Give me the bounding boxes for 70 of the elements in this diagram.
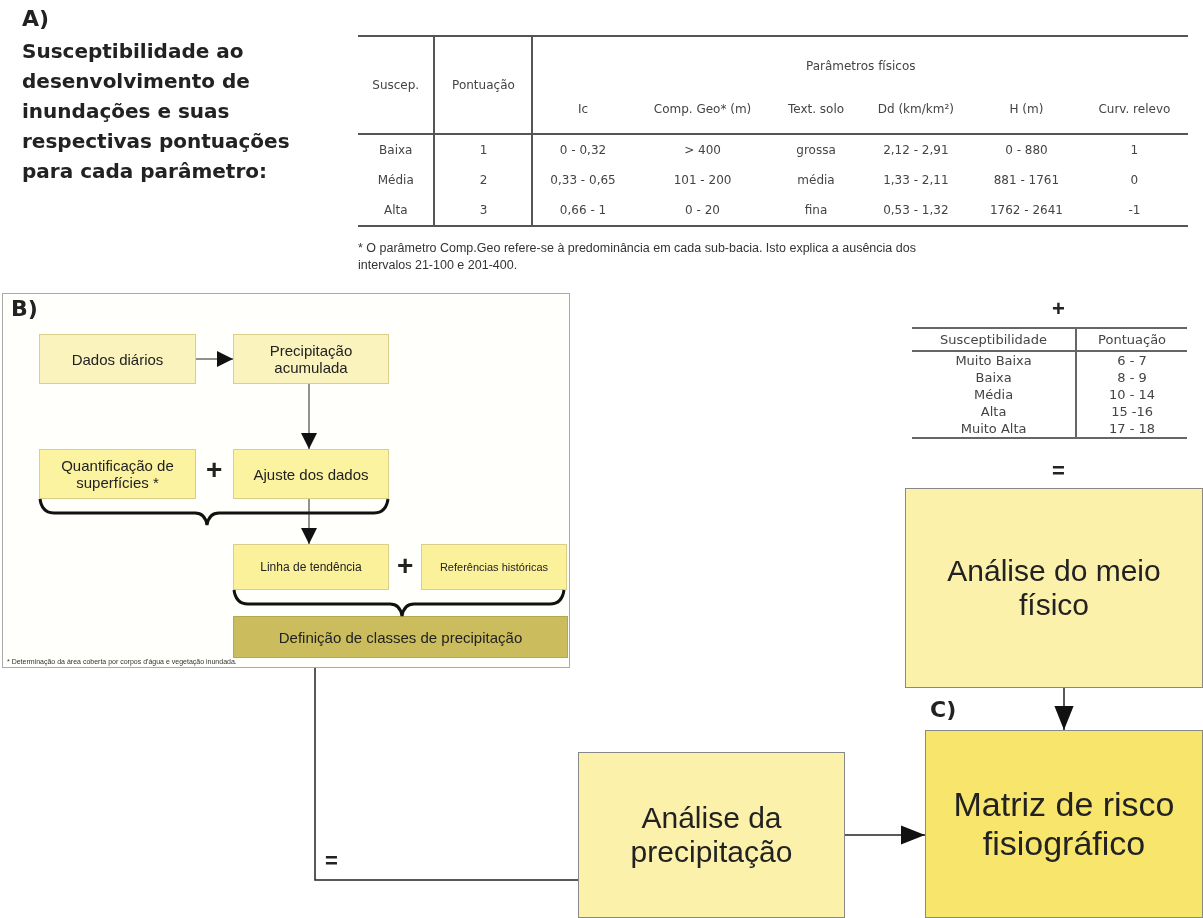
equals-sign: = (1052, 458, 1065, 484)
table-value: 0 - 0,32 (532, 134, 633, 165)
arrow (195, 351, 234, 367)
table-value: Muito Baixa (912, 351, 1077, 369)
table-value: 0 (1129, 172, 1140, 189)
table-value: 0,33 - 0,65 (532, 165, 633, 195)
column-header: Suscep. (358, 36, 435, 134)
title: Susceptibilidade ao desenvolvimento de inundações e suas respectivas pontuações para cada parâmetro: (22, 38, 291, 185)
table-value: 1 (434, 134, 533, 165)
table-value: 1762 - 2641 (972, 195, 1081, 226)
plus-sign: + (397, 552, 414, 580)
process-box: Precipitação acumulada (233, 334, 389, 384)
column-header: Dd (km/km²) (859, 88, 973, 134)
column-header: Pontuação (1076, 328, 1187, 351)
arrow (301, 383, 317, 450)
table-value: 10 - 14 (1076, 386, 1187, 403)
process-box: Dados diários (39, 334, 196, 384)
table-value: 1 (1080, 134, 1188, 165)
process-box: Análise da precipitação (578, 752, 845, 918)
table-value: 0 - 20 (632, 195, 773, 226)
panel-heading: B) (11, 296, 38, 321)
process-box: Análise do meio físico (905, 488, 1203, 688)
table-value: 881 - 1761 (992, 172, 1061, 189)
plus-sign: + (1052, 296, 1065, 322)
process-box: Linha de tendência (233, 544, 389, 590)
arrow (844, 825, 926, 845)
process-box: Referências históricas (421, 544, 567, 590)
panel (2, 293, 570, 668)
column-header: Comp. Geo* (m) (632, 88, 773, 134)
table-value: 0 - 880 (972, 134, 1081, 165)
table-value: Baixa (912, 369, 1077, 386)
arrow (301, 498, 317, 545)
table-value: 3 (434, 195, 533, 226)
table-value: -1 (1080, 195, 1188, 226)
table-value: > 400 (632, 134, 773, 165)
table-value: 17 - 18 (1076, 420, 1187, 438)
table-value: 1,33 - 2,11 (882, 172, 950, 189)
table-value: 2 (434, 165, 533, 195)
column-header: Ic (532, 88, 633, 134)
section-heading: C) (930, 697, 957, 722)
section-heading: A) (22, 6, 50, 31)
connector-line (314, 667, 579, 881)
table-value: 15 -16 (1076, 403, 1187, 420)
process-box: Ajuste dos dados (233, 449, 389, 499)
column-header: Parâmetros físicos (532, 36, 1188, 89)
table-value: 6 - 7 (1076, 351, 1187, 369)
table-value: 101 - 200 (672, 172, 733, 189)
column-header: Text. solo (772, 88, 860, 134)
table-value: 0,53 - 1,32 (859, 195, 973, 226)
arrow (1054, 687, 1074, 731)
column-header: Susceptibilidade (912, 328, 1077, 351)
table-value: 0,66 - 1 (532, 195, 633, 226)
footnote: * O parâmetro Comp.Geo refere-se à predominância em cada sub-bacia. Isto explica a ausência dos intervalos 21-100 e 201-400. (358, 240, 917, 274)
plus-sign: + (206, 456, 223, 484)
column-header: H (m) (972, 88, 1081, 134)
column-header: Curv. relevo (1080, 88, 1188, 134)
table-value: Média (912, 386, 1077, 403)
table-value: Alta (912, 403, 1077, 420)
result-box: Definição de classes de precipitação (233, 616, 568, 658)
table-value: fina (772, 195, 860, 226)
process-box: Quantificação de superfícies * (39, 449, 196, 499)
table-value: média (796, 172, 836, 189)
table-value: Baixa (358, 134, 435, 165)
table-value: 8 - 9 (1076, 369, 1187, 386)
column-header: Pontuação (434, 36, 533, 134)
table-value: 2,12 - 2,91 (859, 134, 973, 165)
table-value: grossa (772, 134, 860, 165)
table-value: Alta (358, 195, 435, 226)
table-value: Média (358, 165, 435, 195)
table-value: Muito Alta (912, 420, 1077, 438)
